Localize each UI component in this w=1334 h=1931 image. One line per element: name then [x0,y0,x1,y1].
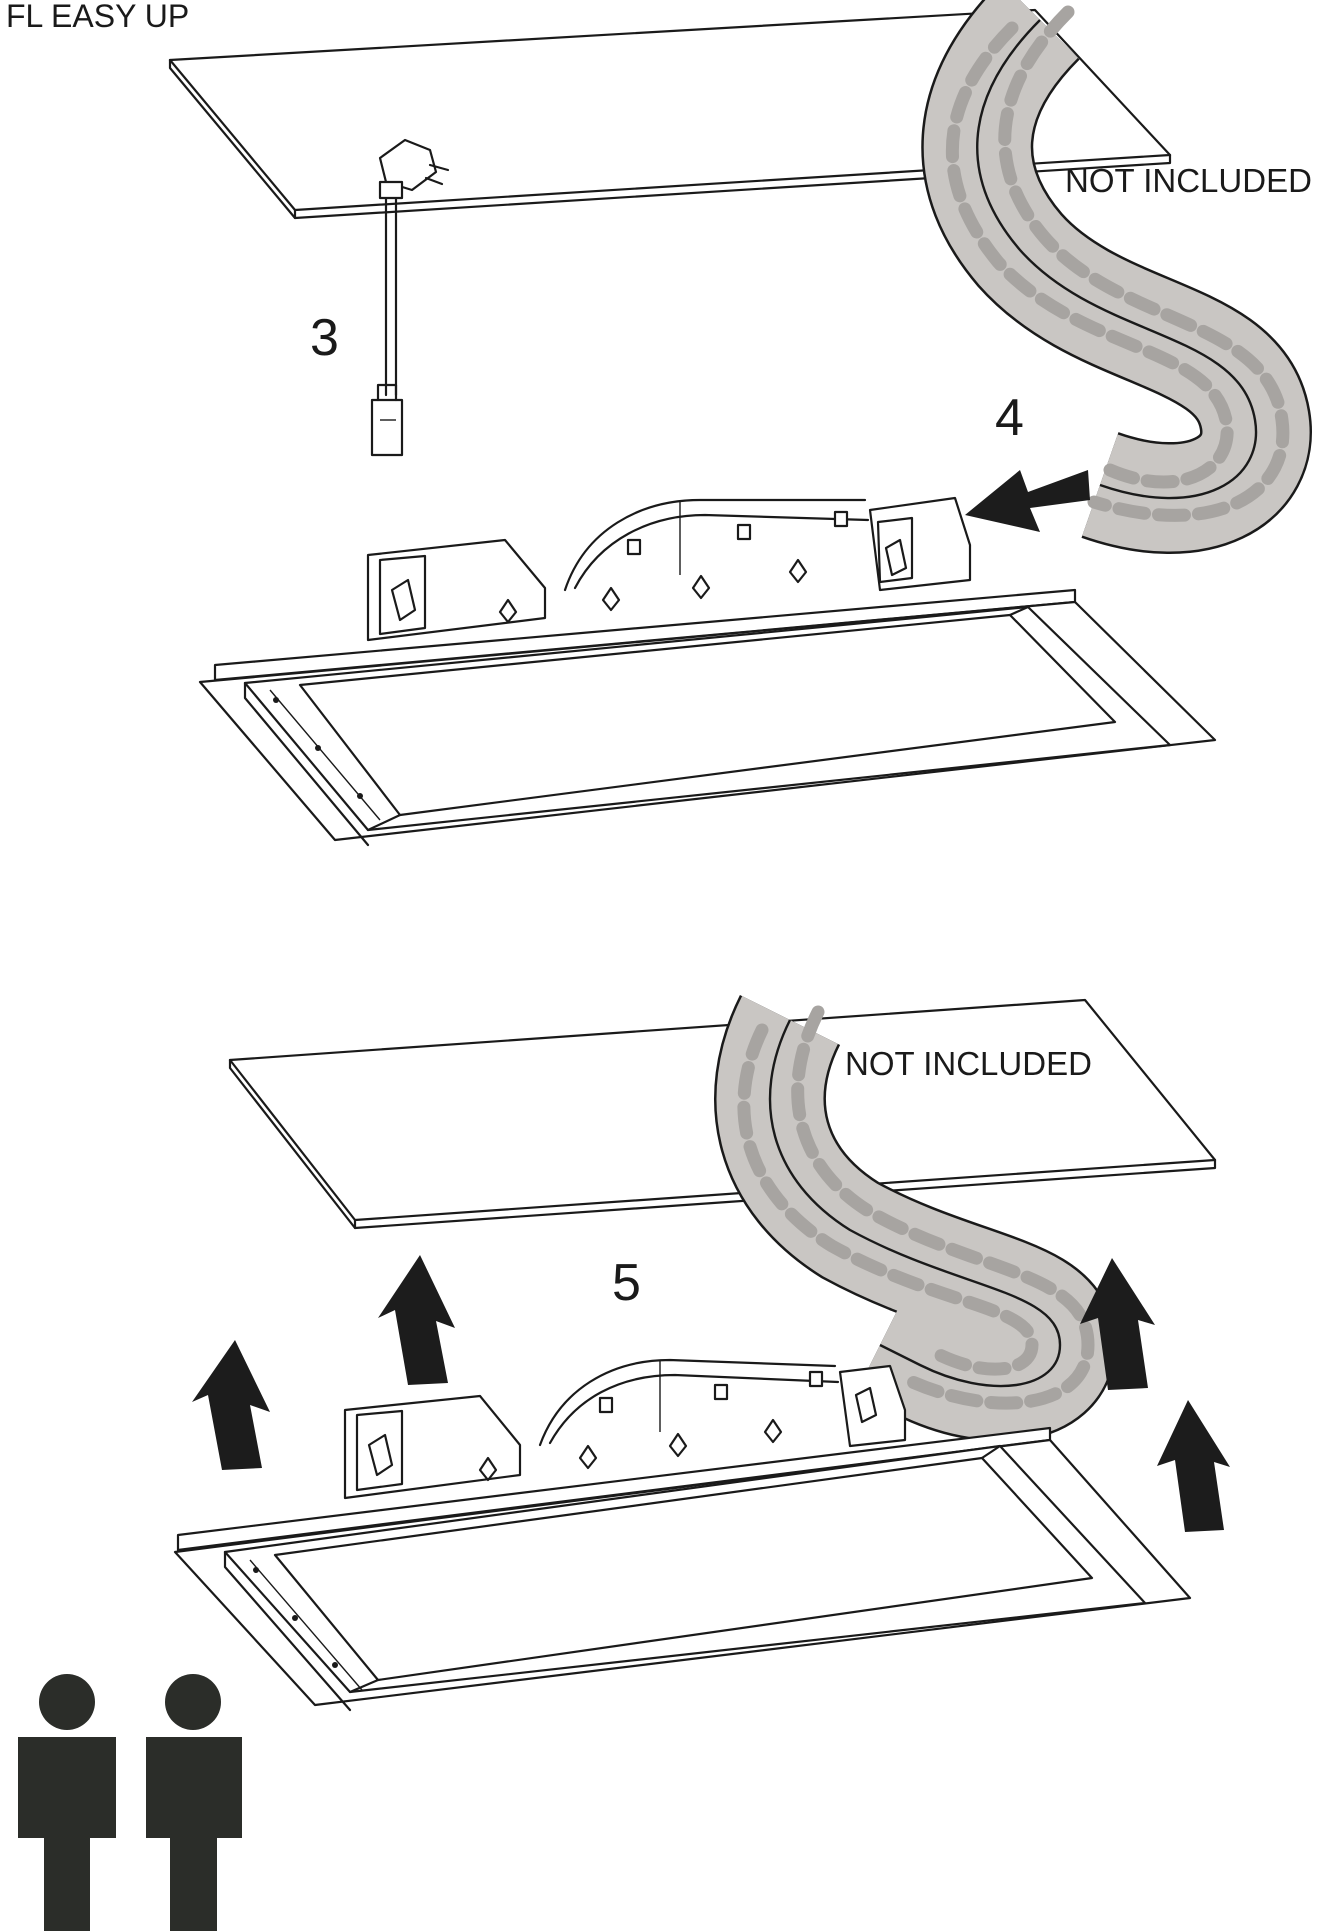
cable-duct-bottom [714,994,1116,1442]
step-number-5: 5 [612,1254,641,1312]
plug-icon [370,138,450,457]
cable-duct-top [921,0,1312,555]
step-5-illustration: NOT INCLUDED 5 [173,994,1230,1712]
header-title: FL EASY UP [6,0,189,34]
step-number-4: 4 [995,389,1024,447]
step-3-4-illustration: 3 4 [168,0,1312,847]
arrow-icon [965,470,1090,532]
arrow-icon [378,1255,455,1385]
lift-arrows [192,1255,1230,1532]
led-panel-top [198,496,1217,847]
arrow-icon [1080,1258,1155,1390]
step-number-3: 3 [310,309,339,367]
person-icon [146,1674,242,1931]
arrow-icon [192,1340,270,1470]
note-not-included-top: NOT INCLUDED [1065,162,1312,199]
two-installers [18,1674,242,1931]
note-not-included-bottom: NOT INCLUDED [845,1045,1092,1082]
led-panel-bottom [173,1358,1192,1712]
arrow-icon [1157,1400,1230,1532]
person-icon [18,1674,116,1931]
